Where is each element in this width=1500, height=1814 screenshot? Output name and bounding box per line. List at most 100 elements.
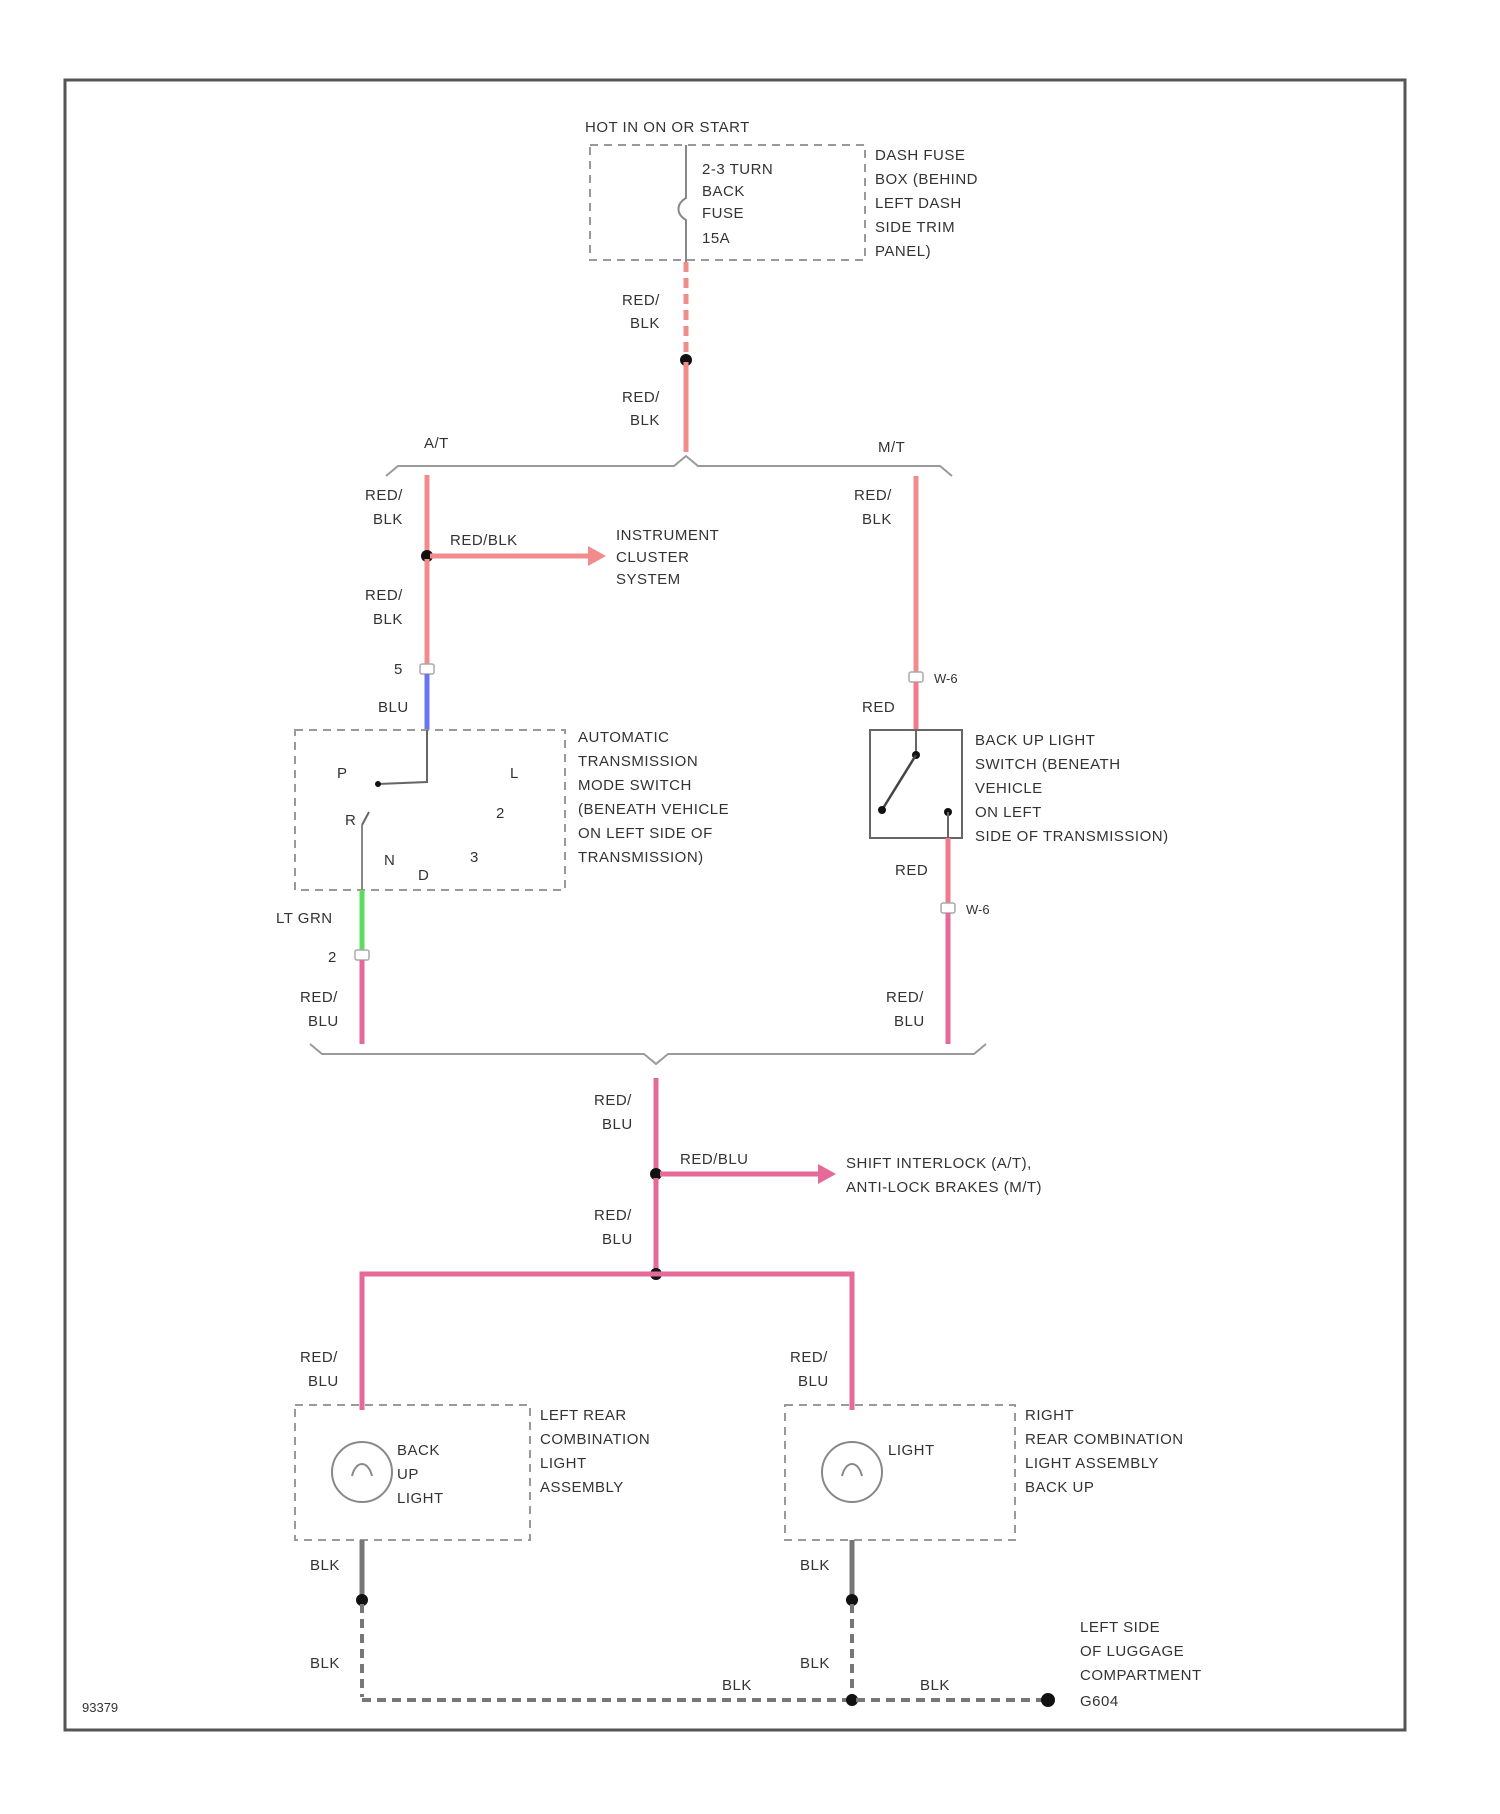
transmission-mode-switch-box	[295, 730, 565, 890]
ground-label-4: G604	[1080, 1693, 1119, 1710]
left-rear-label-4: ASSEMBLY	[540, 1479, 624, 1496]
instrument-label-2: CLUSTER	[616, 549, 690, 566]
fuse-symbol	[679, 145, 687, 262]
wire-label-red-8: RED/	[594, 1092, 632, 1109]
backup-switch-label-4: ON LEFT	[975, 804, 1042, 821]
wire-label-red-3: RED/	[365, 487, 403, 504]
hot-in-on-or-start-label: HOT IN ON OR START	[585, 119, 750, 136]
fuse-box-label-2: BOX (BEHIND	[875, 171, 978, 188]
trans-switch-label-6: TRANSMISSION)	[578, 849, 704, 866]
right-rear-label-1: RIGHT	[1025, 1407, 1074, 1424]
wire-label-red-7: RED/	[886, 989, 924, 1006]
blk-label-5: BLK	[722, 1677, 752, 1694]
ground-label-1: LEFT SIDE	[1080, 1619, 1160, 1636]
connector-w6-top-label: W-6	[934, 671, 958, 686]
wire-label-blk-2: BLK	[630, 412, 660, 429]
fuse-box-label-5: PANEL)	[875, 243, 931, 260]
merge-bracket	[310, 1044, 986, 1064]
left-rear-label-3: LIGHT	[540, 1455, 587, 1472]
right-back-up-bulb	[822, 1442, 882, 1502]
switch-position-d: D	[418, 867, 429, 884]
wire-label-red-4: RED/	[365, 587, 403, 604]
trans-switch-label-4: (BENEATH VEHICLE	[578, 801, 729, 818]
fuse-label-3: FUSE	[702, 205, 744, 222]
wire-label-blk-6: BLK	[862, 511, 892, 528]
wire-label-blu-5: BLU	[308, 1013, 339, 1030]
wire-label-red-blu-inline: RED/BLU	[680, 1151, 749, 1168]
at-mt-bracket	[386, 456, 952, 476]
switch-position-2: 2	[496, 805, 505, 822]
ground-label-3: COMPARTMENT	[1080, 1667, 1202, 1684]
wire-label-red-1: RED/	[622, 292, 660, 309]
wire-label-red-2: RED/	[622, 389, 660, 406]
wire-label-red-blk-inline: RED/BLK	[450, 532, 518, 549]
fuse-box-label-4: SIDE TRIM	[875, 219, 955, 236]
left-rear-label-1: LEFT REAR	[540, 1407, 627, 1424]
red-label-2: RED	[895, 862, 928, 879]
trans-switch-label-2: TRANSMISSION	[578, 753, 698, 770]
backup-switch-contact-pivot	[878, 806, 886, 814]
fuse-label-4: 15A	[702, 230, 730, 247]
interlock-label-1: SHIFT INTERLOCK (A/T),	[846, 1155, 1032, 1172]
trans-switch-label-1: AUTOMATIC	[578, 729, 669, 746]
wire-label-red-5: RED/	[300, 989, 338, 1006]
ground-point-g604	[1041, 1693, 1055, 1707]
figure-id: 93379	[82, 1700, 118, 1715]
wire-label-red-11: RED/	[790, 1349, 828, 1366]
fuse-label-1: 2-3 TURN	[702, 161, 773, 178]
fuse-box-label-1: DASH FUSE	[875, 147, 965, 164]
left-lamp-label-1: BACK	[397, 1442, 440, 1459]
lt-grn-label: LT GRN	[276, 910, 333, 927]
left-lamp-label-3: LIGHT	[397, 1490, 444, 1507]
red-label-1: RED	[862, 699, 895, 716]
trans-switch-label-3: MODE SWITCH	[578, 777, 692, 794]
switch-position-p: P	[337, 765, 348, 782]
switch-position-n: N	[384, 852, 395, 869]
connector-w6-top	[909, 672, 923, 682]
backup-switch-label-3: VEHICLE	[975, 780, 1043, 797]
fuse-label-2: BACK	[702, 183, 745, 200]
ground-label-2: OF LUGGAGE	[1080, 1643, 1184, 1660]
mode-switch-wiper	[378, 730, 427, 784]
wire-label-blu-9: BLU	[602, 1231, 633, 1248]
instrument-arrow	[588, 546, 606, 566]
wire-label-red-6: RED/	[854, 487, 892, 504]
right-rear-label-3: LIGHT ASSEMBLY	[1025, 1455, 1159, 1472]
fuse-box-label-3: LEFT DASH	[875, 195, 962, 212]
connector-w6-bottom-label: W-6	[966, 902, 990, 917]
wire-label-blu-10: BLU	[308, 1373, 339, 1390]
right-rear-label-4: BACK UP	[1025, 1479, 1094, 1496]
blu-label: BLU	[378, 699, 409, 716]
blk-label-6: BLK	[920, 1677, 950, 1694]
pin-2-label: 2	[328, 949, 337, 966]
backup-switch-label-2: SWITCH (BENEATH	[975, 756, 1121, 773]
mt-label: M/T	[878, 439, 905, 456]
backup-switch-label-1: BACK UP LIGHT	[975, 732, 1095, 749]
wire-label-blu-8: BLU	[602, 1116, 633, 1133]
mode-switch-r-contact	[362, 812, 369, 825]
wire-label-blu-7: BLU	[894, 1013, 925, 1030]
blk-label-3: BLK	[800, 1557, 830, 1574]
left-lamp-label-2: UP	[397, 1466, 419, 1483]
wire-label-blu-11: BLU	[798, 1373, 829, 1390]
connector-w6-bottom	[941, 903, 955, 913]
interlock-label-2: ANTI-LOCK BRAKES (M/T)	[846, 1179, 1042, 1196]
wire-label-blk-3: BLK	[373, 511, 403, 528]
instrument-label-1: INSTRUMENT	[616, 527, 719, 544]
mode-switch-pivot	[375, 781, 381, 787]
connector-pin-2	[355, 950, 369, 960]
backup-switch-label-5: SIDE OF TRANSMISSION)	[975, 828, 1169, 845]
right-lamp-label: LIGHT	[888, 1442, 935, 1459]
pin-5-label: 5	[394, 661, 403, 678]
wire-lamp-bus	[362, 1274, 852, 1410]
trans-switch-label-5: ON LEFT SIDE OF	[578, 825, 713, 842]
wire-label-red-9: RED/	[594, 1207, 632, 1224]
blk-label-4: BLK	[800, 1655, 830, 1672]
blk-label-1: BLK	[310, 1557, 340, 1574]
left-rear-label-2: COMBINATION	[540, 1431, 650, 1448]
right-rear-label-2: REAR COMBINATION	[1025, 1431, 1184, 1448]
switch-position-r: R	[345, 812, 356, 829]
wire-label-blk-4: BLK	[373, 611, 403, 628]
blk-label-2: BLK	[310, 1655, 340, 1672]
